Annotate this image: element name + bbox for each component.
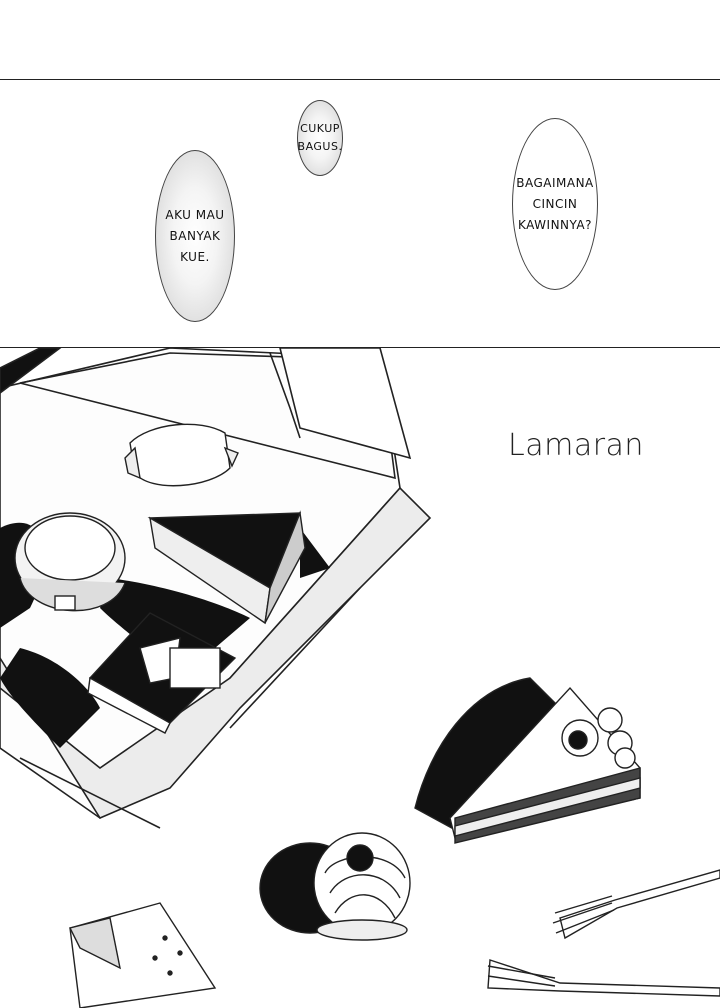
mont-blanc bbox=[259, 832, 411, 941]
dialogue-panel bbox=[0, 79, 720, 348]
speech-bubble-middle: CUKUP BAGUS. bbox=[297, 100, 343, 176]
fork-bottom bbox=[487, 959, 720, 997]
cake-box bbox=[0, 348, 432, 829]
speech-text-right: BAGAIMANA CINCIN KAWINNYA? bbox=[516, 175, 594, 232]
shortcake-slice bbox=[414, 677, 641, 844]
fork-top bbox=[552, 869, 720, 940]
speech-bubble-left: AKU MAU BANYAK KUE. bbox=[155, 150, 235, 322]
small-plate bbox=[68, 902, 217, 1008]
speech-text-middle: CUKUP BAGUS. bbox=[297, 122, 343, 153]
square-cake bbox=[87, 612, 237, 734]
speech-text-left: AKU MAU BANYAK KUE. bbox=[165, 207, 225, 264]
small-cake-top bbox=[124, 423, 239, 487]
chocolate-slice bbox=[147, 510, 306, 625]
cake-illustration bbox=[0, 348, 720, 1008]
chapter-title: Lamaran bbox=[508, 428, 644, 463]
speech-bubble-right: BAGAIMANA CINCIN KAWINNYA? bbox=[512, 118, 598, 290]
round-cake bbox=[14, 512, 126, 612]
